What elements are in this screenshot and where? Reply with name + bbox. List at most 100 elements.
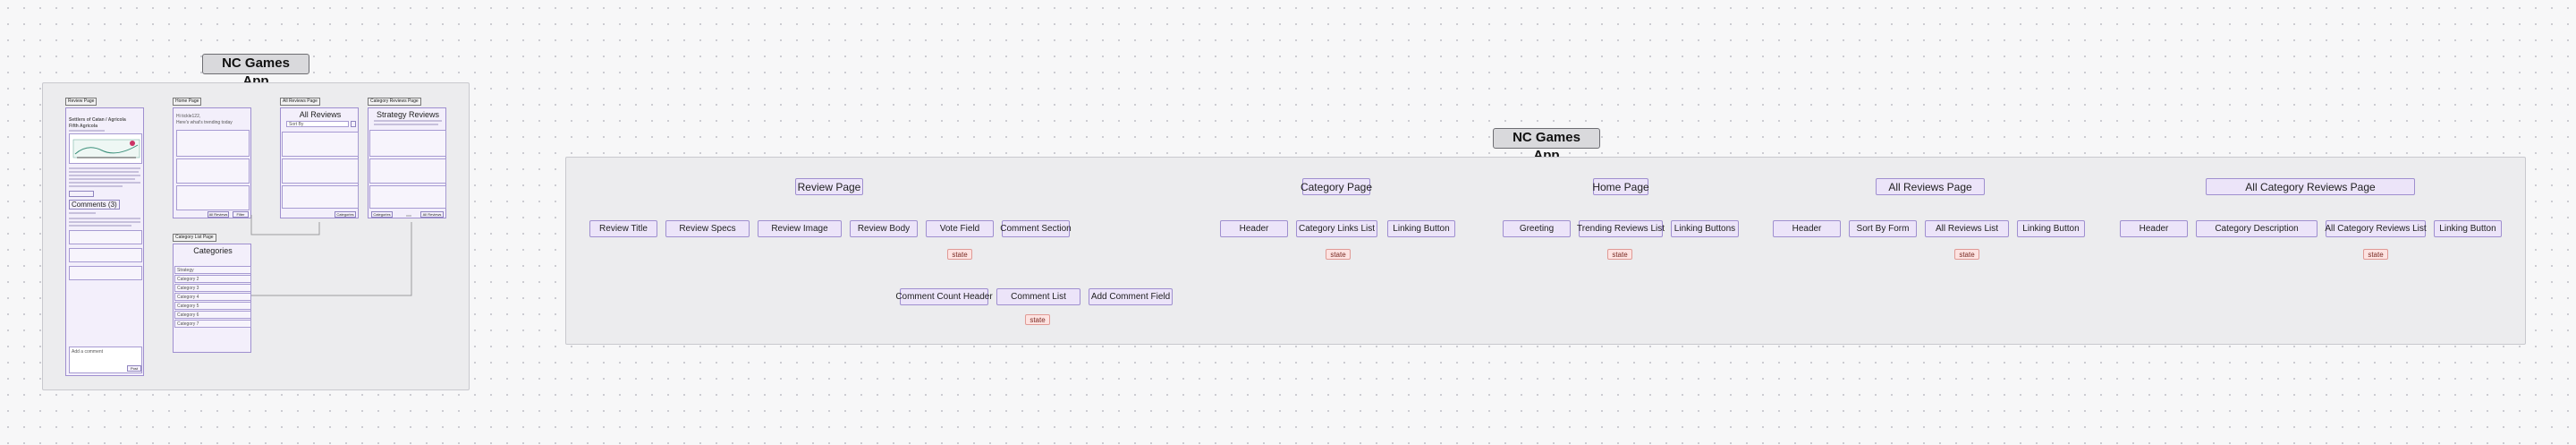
trending-review-card-2[interactable] <box>176 158 250 184</box>
sort-by-select[interactable]: Sort By <box>286 121 349 127</box>
home-greeting-sub: Here's what's trending today <box>176 120 233 125</box>
all-category-linking-button-node[interactable]: Linking Button <box>2434 220 2502 237</box>
review-title-node[interactable]: Review Title <box>589 220 657 237</box>
comments-header: Comments (3) <box>69 200 120 210</box>
sort-by-label: Sort By <box>289 122 304 127</box>
category-link-2[interactable]: Category 2 <box>174 275 251 283</box>
add-comment-placeholder: Add a comment <box>72 349 104 355</box>
category-link-4[interactable]: Category 4 <box>174 293 251 301</box>
sort-order-button[interactable] <box>351 121 356 127</box>
review-image-node[interactable]: Review Image <box>758 220 842 237</box>
home-linking-buttons-node[interactable]: Linking Buttons <box>1671 220 1739 237</box>
category-link-4-label: Category 4 <box>177 295 199 300</box>
review-card-1[interactable] <box>282 132 359 157</box>
comment-line-2 <box>69 218 140 219</box>
home-filter-button[interactable]: Filter <box>233 211 249 218</box>
all-category-header-node[interactable]: Header <box>2120 220 2188 237</box>
category-link-3[interactable]: Category 3 <box>174 284 251 292</box>
review-body-line-6 <box>69 185 123 187</box>
category-link-2-label: Category 2 <box>177 277 199 282</box>
category-links-list-node[interactable]: Category Links List <box>1296 220 1377 237</box>
right-board-title: NC Games App <box>1493 128 1600 163</box>
category-link-5[interactable]: Category 5 <box>174 302 251 310</box>
home-page-frame: Hi tickle122, Here's what's trending tod… <box>173 107 251 218</box>
add-comment-field[interactable]: Add a comment Post <box>69 347 142 373</box>
vote-field[interactable] <box>69 191 94 197</box>
all-reviews-page-frame: All Reviews Sort By Categories <box>280 107 359 218</box>
category-review-card-1[interactable] <box>369 130 446 157</box>
all-category-reviews-page-node[interactable]: All Category Reviews Page <box>2206 178 2415 195</box>
category-reviews-all-button[interactable]: All Reviews <box>420 211 444 218</box>
category-link-6-label: Category 6 <box>177 312 199 318</box>
comment-line-4 <box>69 225 131 227</box>
trending-reviews-list-node[interactable]: Trending Reviews List <box>1577 220 1665 237</box>
review-title: Settlers of Catan / Agricola <box>69 117 126 123</box>
review-card-2[interactable] <box>282 158 359 184</box>
all-reviews-header-node[interactable]: Header <box>1773 220 1841 237</box>
all-reviews-page-node[interactable]: All Reviews Page <box>1876 178 1985 195</box>
review-specs-node[interactable]: Review Specs <box>665 220 750 237</box>
review-body-line-2 <box>69 171 139 173</box>
category-link-1[interactable]: Strategy <box>174 266 251 274</box>
category-link-3-label: Category 3 <box>177 286 199 291</box>
all-category-reviews-state-badge: state <box>2363 249 2388 260</box>
review-image <box>69 133 142 164</box>
comment-line-1 <box>69 212 96 214</box>
category-link-7-label: Category 7 <box>177 321 199 327</box>
comment-count-header-node[interactable]: Comment Count Header <box>895 288 993 305</box>
category-review-card-3[interactable] <box>369 185 446 209</box>
greeting-node[interactable]: Greeting <box>1503 220 1571 237</box>
all-category-reviews-list-node[interactable]: All Category Reviews List <box>2325 220 2427 237</box>
all-reviews-linking-button-node[interactable]: Linking Button <box>2017 220 2085 237</box>
category-link-6[interactable]: Category 6 <box>174 311 251 319</box>
category-reviews-page-label: Category Reviews Page <box>368 98 421 106</box>
review-card-3[interactable] <box>282 185 359 209</box>
review-image-sketch <box>72 139 140 158</box>
trending-review-card-3[interactable] <box>176 185 250 210</box>
home-page-label: Home Page <box>173 98 202 106</box>
review-page-frame: Settlers of Catan / Agricola Fifth Agric… <box>65 107 144 376</box>
comment-list-state-badge: state <box>1025 314 1050 325</box>
category-link-7[interactable]: Category 7 <box>174 320 251 328</box>
comment-list-node[interactable]: Comment List <box>996 288 1080 305</box>
right-board-panel <box>565 157 2526 345</box>
left-board-title: NC Games App <box>202 54 309 89</box>
category-description-node[interactable]: Category Description <box>2196 220 2318 237</box>
category-header-node[interactable]: Header <box>1220 220 1288 237</box>
category-review-card-2[interactable] <box>369 158 446 184</box>
home-greeting: Hi tickle122, <box>176 114 201 119</box>
review-subtitle: Fifth Agricola <box>69 124 98 129</box>
comment-card-1 <box>69 230 142 244</box>
all-reviews-heading: All Reviews <box>299 110 342 119</box>
sort-by-form-node[interactable]: Sort By Form <box>1849 220 1917 237</box>
category-description-line-1 <box>374 120 442 122</box>
home-page-node[interactable]: Home Page <box>1592 178 1649 195</box>
add-comment-field-node[interactable]: Add Comment Field <box>1089 288 1173 305</box>
comment-line-3 <box>69 221 140 223</box>
categories-heading: Categories <box>193 246 233 255</box>
all-reviews-state-badge: state <box>1954 249 1979 260</box>
vote-field-node[interactable]: Vote Field <box>926 220 994 237</box>
post-comment-button[interactable]: Post <box>127 365 141 372</box>
comment-section-node[interactable]: Comment Section <box>1000 220 1072 237</box>
review-page-label: Review Page <box>65 98 97 106</box>
review-body-line-3 <box>69 175 140 176</box>
category-links-state-badge: state <box>1326 249 1351 260</box>
comment-card-3 <box>69 266 142 280</box>
category-reviews-categories-button[interactable]: Categories <box>371 211 393 218</box>
category-list-page-frame: Categories Strategy Category 2 Category … <box>173 244 251 353</box>
comment-card-2 <box>69 248 142 262</box>
review-page-node[interactable]: Review Page <box>795 178 863 195</box>
trending-review-card-1[interactable] <box>176 130 250 157</box>
category-reviews-page-frame: Strategy Reviews Categories All Reviews <box>368 107 446 218</box>
category-list-page-label: Category List Page <box>173 234 216 242</box>
category-description-line-2 <box>374 124 438 125</box>
vote-field-state-badge: state <box>947 249 972 260</box>
categories-button[interactable]: Categories <box>335 211 356 218</box>
home-all-reviews-button[interactable]: All Reviews <box>208 211 229 218</box>
category-linking-button-node[interactable]: Linking Button <box>1387 220 1455 237</box>
category-page-node[interactable]: Category Page <box>1301 178 1372 195</box>
review-body-node[interactable]: Review Body <box>850 220 918 237</box>
category-link-1-label: Strategy <box>177 268 194 273</box>
all-reviews-list-node[interactable]: All Reviews List <box>1925 220 2009 237</box>
